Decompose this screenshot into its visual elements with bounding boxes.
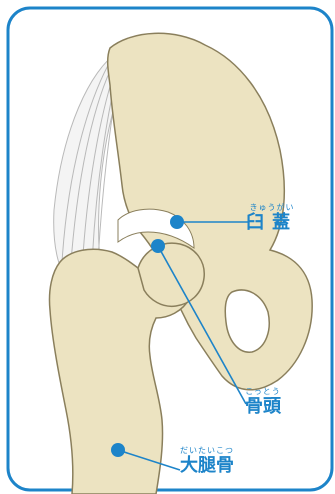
femur-reading: だいたいこつ <box>180 447 234 455</box>
femoral-head-text: 骨頭 <box>245 398 281 416</box>
acetabulum-reading: きゅうがい <box>246 204 298 212</box>
acetabulum-label: きゅうがい 臼蓋 <box>246 204 298 232</box>
femur-label: だいたいこつ 大腿骨 <box>180 447 234 475</box>
acetabulum-marker-dot <box>170 215 184 229</box>
acetabulum-text: 臼蓋 <box>246 214 298 232</box>
femur-text: 大腿骨 <box>180 457 234 475</box>
femoral-head-marker-dot <box>151 239 165 253</box>
femur-marker-dot <box>111 443 125 457</box>
femoral-head-label: こっとう 骨頭 <box>245 388 281 416</box>
femoral-head-reading: こっとう <box>245 388 281 396</box>
